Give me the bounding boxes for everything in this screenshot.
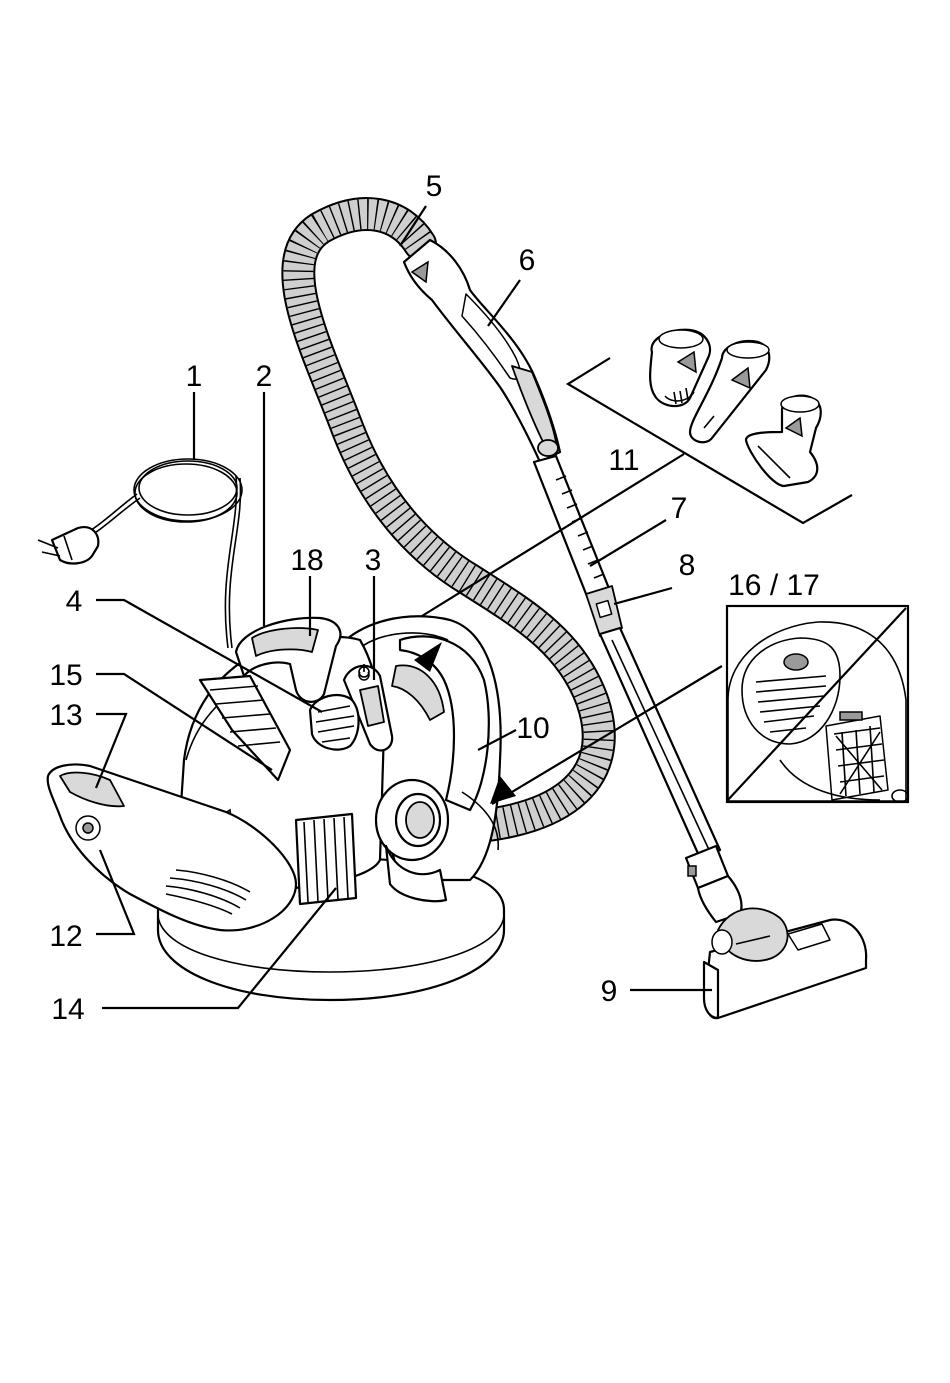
label-10: 10 [516, 712, 549, 745]
label-3: 3 [365, 544, 382, 577]
floor-nozzle [704, 908, 866, 1018]
power-cord [38, 459, 242, 648]
label-11: 11 [608, 444, 639, 477]
label-15: 15 [49, 659, 82, 692]
telescopic-tube [534, 456, 742, 922]
label-4: 4 [66, 585, 83, 618]
label-14: 14 [51, 993, 84, 1026]
label-1: 1 [186, 360, 203, 393]
label-6: 6 [519, 244, 536, 277]
label-2: 2 [256, 360, 273, 393]
label-12: 12 [49, 920, 82, 953]
label-5: 5 [426, 170, 443, 203]
label-8: 8 [679, 549, 696, 582]
label-7: 7 [671, 492, 688, 525]
label-9: 9 [601, 975, 618, 1008]
label-18: 18 [290, 544, 323, 577]
label-13: 13 [49, 699, 82, 732]
filter-inset [727, 606, 908, 802]
hose-handle [404, 240, 560, 462]
label-16-17: 16 / 17 [728, 569, 820, 602]
accessory-nozzles [568, 330, 852, 523]
